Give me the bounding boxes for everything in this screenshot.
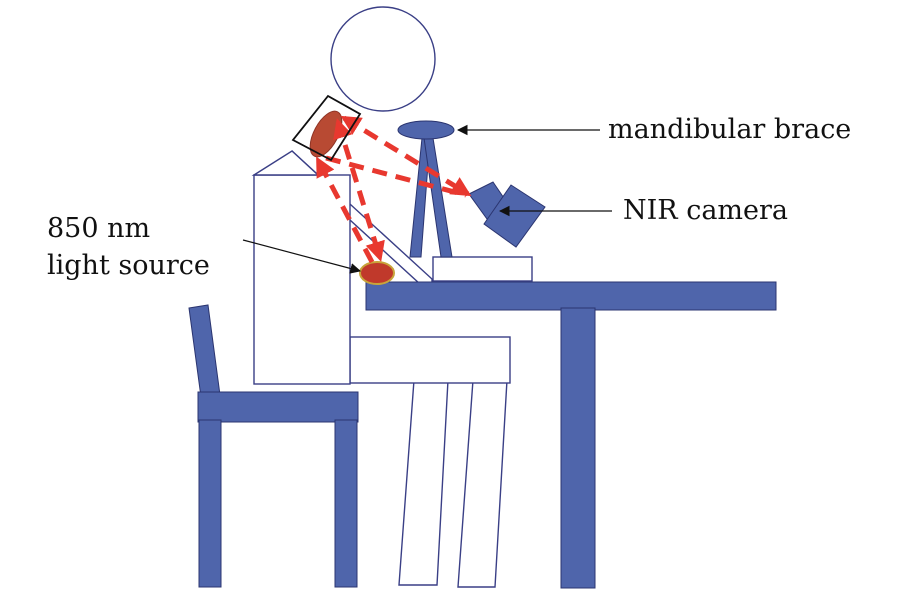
label-light-source-wavelength: 850 nm [47,213,151,244]
label-nir-camera: NIR camera [623,195,789,226]
table-top [365,281,777,311]
label-light-source: light source [47,250,210,281]
chair-seat [197,391,359,423]
person-leg-left [398,379,449,586]
leader-lines [242,124,612,274]
person-leg-right [457,379,508,588]
brace-chin-rest [397,120,455,140]
brace-stand-right [423,137,453,258]
person-shoulder [251,150,320,176]
neck-bounding-box [291,94,362,162]
chair-leg-left [198,419,222,588]
chair-leg-right [334,419,358,588]
camera-platform [432,256,533,282]
label-mandibular-brace: mandibular brace [608,114,852,145]
chair [188,304,359,588]
person-head [330,6,436,112]
light-source [359,261,395,285]
beam-neck-to-camera-lower [325,155,467,198]
chair-backrest [188,304,221,398]
person-torso [253,174,351,385]
table [365,281,777,589]
nir-camera [468,181,546,248]
leader-light-source [242,239,362,274]
nir-camera-body [483,184,546,248]
person-thigh [349,336,511,384]
beam-neck-to-camera-upper [340,115,472,197]
table-leg [560,307,596,589]
light-paths [315,115,472,264]
